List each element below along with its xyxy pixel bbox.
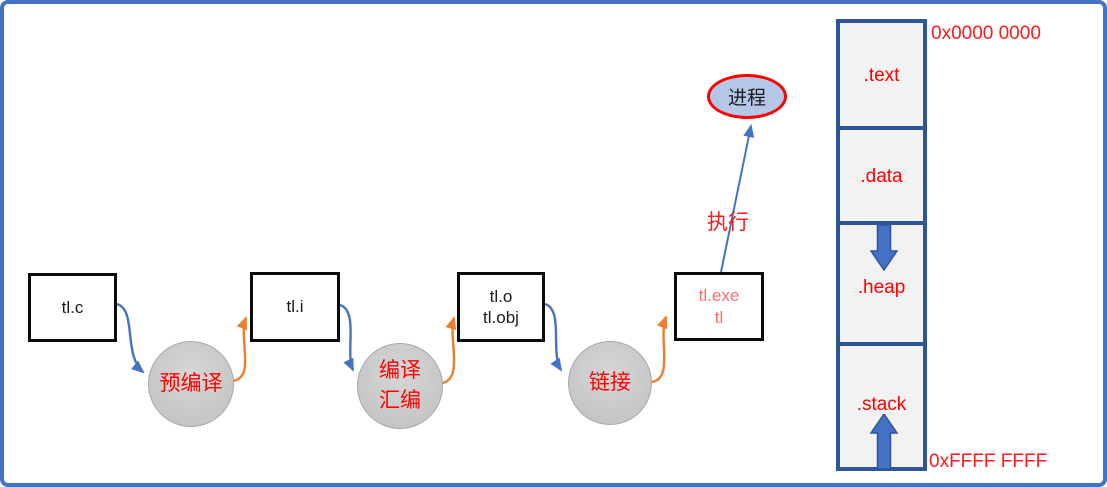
arrow-tli-to-compile-icon <box>339 303 355 372</box>
address-bottom-label: 0xFFFF FFFF <box>929 451 1048 472</box>
file-label: tl.i <box>286 297 304 317</box>
memory-section-text: .text <box>836 19 927 130</box>
file-label: tl.c <box>61 297 84 317</box>
memory-section-label: .text <box>863 65 900 86</box>
arrow-tlc-to-precompile-icon <box>116 302 145 374</box>
file-label: tl.o <box>489 286 513 306</box>
memory-section-label: .data <box>860 166 903 187</box>
file-label: tl <box>714 307 724 327</box>
process-label: 进程 <box>727 88 766 109</box>
file-box-tl-c: tl.c <box>28 273 117 342</box>
arrow-tlo-to-link-icon <box>544 302 563 372</box>
arrow-compile-to-tlo-icon <box>441 316 457 385</box>
execute-label: 执行 <box>707 211 749 234</box>
address-top-label: 0x0000 0000 <box>931 23 1041 44</box>
memory-layout: .text .data .heap .stack <box>836 19 927 471</box>
stage-circle-precompile: 预编译 <box>148 341 234 427</box>
file-box-tl-exe: tl.exe tl <box>674 272 764 341</box>
file-box-tl-o: tl.o tl.obj <box>457 272 545 342</box>
arrow-link-to-tlexe-icon <box>651 315 668 384</box>
process-node: 进程 <box>707 74 787 119</box>
memory-section-label: .heap <box>857 277 906 298</box>
stage-label: 链接 <box>589 370 631 394</box>
memory-section-heap: .heap <box>836 221 927 346</box>
memory-section-stack: .stack <box>836 342 927 471</box>
file-box-tl-i: tl.i <box>250 272 340 342</box>
stage-label: 编译 <box>379 358 421 382</box>
stage-label: 预编译 <box>159 371 223 395</box>
stack-grow-up-arrow-icon <box>870 414 898 470</box>
memory-section-data: .data <box>836 126 927 225</box>
heap-grow-down-arrow-icon <box>870 225 898 271</box>
arrow-precompile-to-tli-icon <box>232 316 248 383</box>
stage-label: 汇编 <box>379 389 421 412</box>
arrow-execute-icon <box>720 124 755 273</box>
stage-circle-compile-assemble: 编译 汇编 <box>357 343 443 429</box>
file-label: tl.exe <box>698 286 740 306</box>
stage-circle-link: 链接 <box>568 341 652 425</box>
memory-section-label: .stack <box>856 394 907 415</box>
file-label: tl.obj <box>483 308 519 327</box>
